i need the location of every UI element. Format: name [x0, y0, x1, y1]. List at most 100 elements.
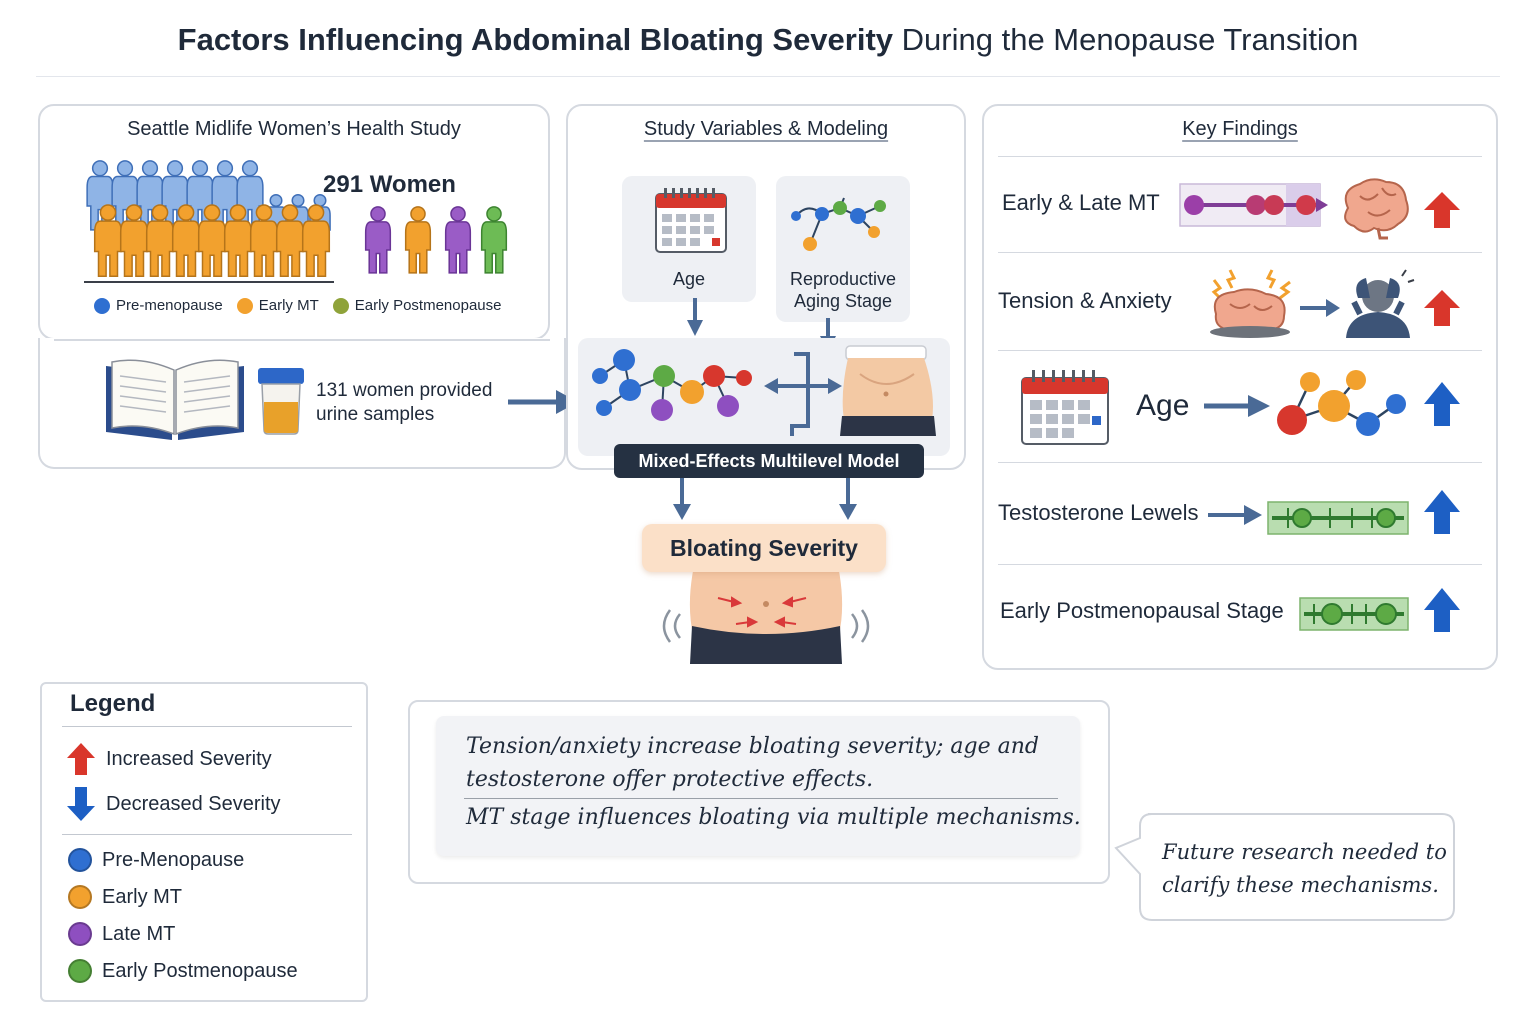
urine-line-2: urine samples — [316, 404, 435, 425]
bidirectional-arrow-icon — [764, 352, 842, 436]
early-mt-figure — [249, 204, 279, 277]
finding-label: Early & Late MT — [1002, 190, 1160, 215]
late-mt-figure — [444, 206, 472, 274]
finding-label: Tension & Anxiety — [998, 288, 1172, 313]
page-title: Factors Influencing Abdominal Bloating S… — [0, 22, 1536, 58]
increase-arrow-icon — [1424, 290, 1460, 326]
open-book-icon — [106, 359, 244, 440]
participant-figures — [86, 160, 508, 277]
legend-increased: Increased Severity — [66, 742, 272, 776]
legend-divider — [62, 834, 352, 835]
brain-icon — [1344, 178, 1409, 240]
early-mt-figure — [301, 204, 331, 277]
right-arrow-icon — [1208, 505, 1262, 525]
molecule-network-icon — [1277, 370, 1406, 436]
calendar-icon — [1021, 370, 1109, 445]
right-arrow-icon — [1300, 299, 1340, 317]
stage-label-line-1: Reproductive — [789, 269, 897, 289]
stage-label: Reproductive Aging Stage — [776, 268, 910, 312]
age-label: Age — [672, 269, 706, 289]
title-divider — [36, 76, 1500, 77]
legend-group-label: Late MT — [102, 922, 176, 945]
early-mt-figure — [197, 204, 227, 277]
increase-arrow-icon — [67, 743, 95, 775]
urine-line-1: 131 women provided — [316, 380, 493, 401]
urine-sample-cup-icon — [258, 368, 304, 435]
green-timeline-icon — [1299, 597, 1409, 631]
increase-arrow-icon — [1424, 192, 1460, 228]
decrease-arrow-icon — [67, 787, 95, 821]
figures-baseline — [84, 281, 334, 283]
findings-divider — [998, 462, 1482, 463]
legend-group-label: Pre-Menopause — [102, 848, 245, 871]
blue-up-arrow-icon — [1424, 490, 1460, 534]
legend-group-item: Pre-Menopause — [68, 848, 244, 872]
finding-label: Age — [1136, 389, 1190, 422]
legend-divider — [62, 726, 352, 727]
study-panel-title: Seattle Midlife Women’s Health Study — [127, 118, 461, 140]
early-mt-dot — [236, 297, 253, 314]
modeling-panel-title: Study Variables & Modeling — [643, 118, 889, 140]
early-postmenopause-figure — [480, 206, 508, 274]
legend-panel — [40, 682, 368, 1002]
title-rest: During the Menopause Transition — [901, 22, 1359, 57]
legend-decreased-label: Decreased Severity — [106, 792, 281, 815]
abdomen-icon — [840, 345, 936, 436]
future-research-text: Future research needed to clarify these … — [1162, 836, 1447, 902]
findings-divider — [998, 156, 1482, 157]
future-line-1: Future research needed to — [1162, 840, 1447, 864]
pre-menopause-dot — [94, 297, 110, 314]
callout-bubble — [1114, 813, 1455, 921]
early-mt-figure — [171, 204, 201, 277]
early-mt-figure — [119, 204, 149, 277]
study-legend-pre: Pre-menopause — [116, 297, 223, 314]
urine-divider — [54, 339, 550, 341]
age-down-arrow-icon — [687, 298, 703, 336]
legend-group-item: Early Postmenopause — [68, 959, 298, 983]
late-mt-figure — [364, 206, 392, 274]
legend-group-dot — [68, 922, 92, 946]
urine-samples-text: 131 women provided urine samples — [316, 379, 492, 427]
early-mt-figure — [275, 204, 305, 277]
legend-title: Legend — [70, 690, 156, 717]
study-legend-post: Early Postmenopause — [354, 297, 502, 314]
early-mt-figure — [404, 206, 432, 274]
legend-group-item: Late MT — [68, 922, 175, 946]
legend-group-item: Early MT — [68, 885, 182, 909]
summary-card — [436, 716, 1080, 856]
summary-divider — [464, 798, 1058, 799]
stressed-brain-icon — [1210, 269, 1291, 338]
purple-timeline-icon — [1179, 183, 1328, 227]
early-postmenopause-dot — [332, 297, 349, 314]
finding-label: Testosterone Lewels — [998, 500, 1199, 525]
findings-divider — [998, 564, 1482, 565]
blue-up-arrow-icon — [1424, 382, 1460, 426]
blue-up-arrow-icon — [1424, 588, 1460, 632]
legend-group-dot — [68, 959, 92, 983]
title-main: Factors Influencing Abdominal Bloating S… — [177, 22, 894, 57]
model-label-box: Mixed-Effects Multilevel Model — [614, 444, 924, 478]
stage-label-line-2: Aging Stage — [793, 291, 893, 311]
summary-conclusion: Tension/anxiety increase bloating severi… — [466, 730, 1039, 796]
findings-divider — [998, 350, 1482, 351]
early-mt-figure — [93, 204, 123, 277]
early-mt-figure — [145, 204, 175, 277]
green-timeline-icon — [1267, 501, 1409, 535]
findings-divider — [998, 252, 1482, 253]
summary-line-1: Tension/anxiety increase bloating severi… — [466, 734, 1039, 759]
finding-label: Early Postmenopausal Stage — [1000, 598, 1284, 623]
legend-group-label: Early Postmenopause — [102, 959, 298, 982]
women-count: 291 Women — [323, 171, 456, 198]
bloating-severity-box: Bloating Severity — [642, 524, 886, 572]
key-findings-title: Key Findings — [1182, 118, 1298, 140]
network-nodes-icon — [791, 197, 886, 251]
summary-mechanism: MT stage influences bloating via multipl… — [466, 805, 1081, 830]
summary-line-2: testosterone offer protective effects. — [466, 767, 874, 792]
calendar-icon — [655, 188, 727, 253]
legend-group-dot — [68, 885, 92, 909]
study-legend: Pre-menopause Early MT Early Postmenopau… — [94, 297, 501, 314]
early-mt-figure — [223, 204, 253, 277]
future-line-2: clarify these mechanisms. — [1162, 873, 1439, 897]
molecule-network-icon — [592, 349, 752, 421]
right-arrow-icon — [1204, 395, 1270, 417]
